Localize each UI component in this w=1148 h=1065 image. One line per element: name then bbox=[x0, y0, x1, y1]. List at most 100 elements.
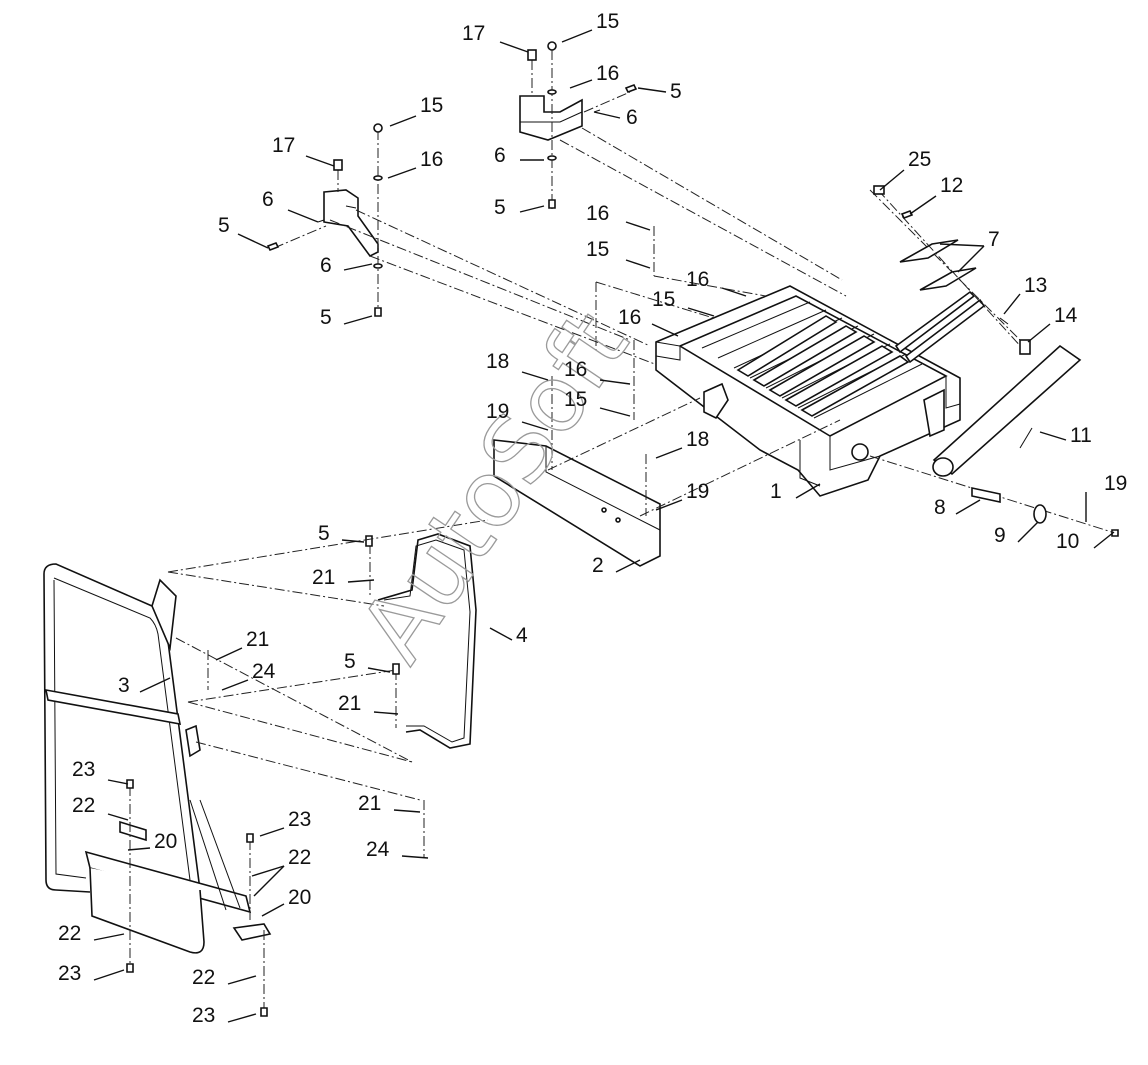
callout-21: 21 bbox=[338, 692, 399, 715]
callout-6: 6 bbox=[593, 106, 638, 129]
callout-21: 21 bbox=[358, 792, 421, 815]
callout-6: 6 bbox=[494, 144, 544, 167]
callout-number: 15 bbox=[420, 94, 443, 117]
leader-line bbox=[401, 855, 429, 859]
leader-line bbox=[625, 259, 651, 269]
callout-number: 19 bbox=[1104, 472, 1127, 495]
leader-line bbox=[1003, 293, 1021, 315]
callout-5: 5 bbox=[494, 196, 545, 219]
leader-line bbox=[599, 407, 631, 417]
leader-line bbox=[519, 205, 545, 213]
callout-number: 11 bbox=[1070, 424, 1092, 447]
callout-number: 12 bbox=[940, 174, 963, 197]
leader-line bbox=[389, 115, 417, 127]
callout-16: 16 bbox=[618, 306, 679, 337]
callout-23: 23 bbox=[72, 758, 129, 785]
callout-3: 3 bbox=[118, 674, 171, 697]
callout-number: 23 bbox=[288, 808, 311, 831]
leader-line bbox=[1039, 431, 1067, 441]
leader-line bbox=[227, 1013, 257, 1023]
leader-line bbox=[615, 559, 641, 573]
callout-11: 11 bbox=[1039, 424, 1092, 447]
callout-number: 15 bbox=[564, 388, 587, 411]
callout-number: 16 bbox=[686, 268, 709, 291]
callout-number: 6 bbox=[494, 144, 506, 167]
callout-number: 18 bbox=[686, 428, 709, 451]
leader-line bbox=[93, 969, 125, 981]
leader-line bbox=[1027, 323, 1051, 343]
upper-left-mount-bracket bbox=[266, 123, 383, 317]
callout-22: 22 bbox=[251, 846, 311, 897]
leader-line bbox=[367, 667, 391, 673]
callout-number: 9 bbox=[994, 524, 1006, 547]
alignment-lines-lower bbox=[167, 519, 489, 858]
leader-line bbox=[343, 263, 373, 271]
leader-line bbox=[909, 195, 937, 215]
callout-number: 14 bbox=[1054, 304, 1078, 327]
leader-line bbox=[1093, 531, 1115, 549]
callout-number: 23 bbox=[72, 758, 95, 781]
leader-line bbox=[721, 287, 747, 297]
callout-number: 3 bbox=[118, 674, 130, 697]
leader-line bbox=[93, 933, 125, 941]
callout-23: 23 bbox=[58, 962, 125, 985]
callout-20: 20 bbox=[127, 830, 177, 853]
leader-line bbox=[569, 79, 593, 89]
callout-number: 16 bbox=[596, 62, 619, 85]
callout-18: 18 bbox=[486, 350, 549, 381]
callout-number: 16 bbox=[564, 358, 587, 381]
callout-number: 6 bbox=[626, 106, 638, 129]
leader-line bbox=[287, 209, 319, 223]
callout-number: 8 bbox=[934, 496, 946, 519]
callout-number: 22 bbox=[288, 846, 311, 869]
callout-number: 22 bbox=[192, 966, 215, 989]
leader-line bbox=[253, 865, 285, 897]
callout-number: 23 bbox=[58, 962, 81, 985]
leader-line bbox=[879, 169, 905, 191]
callout-8: 8 bbox=[934, 496, 981, 519]
callout-number: 18 bbox=[486, 350, 509, 373]
callout-5: 5 bbox=[218, 214, 269, 249]
callout-16: 16 bbox=[686, 268, 747, 297]
callout-7: 7 bbox=[939, 228, 1000, 273]
callout-number: 24 bbox=[252, 660, 276, 683]
leader-line bbox=[127, 847, 151, 851]
callout-15: 15 bbox=[389, 94, 443, 127]
callout-22: 22 bbox=[58, 922, 125, 945]
callout-number: 16 bbox=[618, 306, 641, 329]
callout-25: 25 bbox=[879, 148, 931, 191]
callout-number: 5 bbox=[494, 196, 506, 219]
leader-line bbox=[347, 579, 375, 583]
callout-15: 15 bbox=[564, 388, 631, 417]
leader-line bbox=[373, 711, 399, 715]
callout-6: 6 bbox=[320, 254, 373, 277]
callout-number: 23 bbox=[192, 1004, 215, 1027]
callout-number: 15 bbox=[596, 10, 619, 33]
leader-line bbox=[599, 379, 631, 385]
leader-line bbox=[625, 221, 651, 231]
leader-line bbox=[521, 421, 549, 431]
callout-number: 15 bbox=[586, 238, 609, 261]
callout-5: 5 bbox=[344, 650, 391, 673]
callout-number: 15 bbox=[652, 288, 675, 311]
leader-line bbox=[489, 627, 513, 641]
callout-number: 7 bbox=[988, 228, 1000, 251]
callout-16: 16 bbox=[586, 202, 651, 231]
leader-line bbox=[237, 233, 269, 249]
callout-10: 10 bbox=[1056, 530, 1115, 553]
callout-number: 22 bbox=[58, 922, 81, 945]
leader-line bbox=[521, 371, 549, 381]
leader-line bbox=[107, 779, 129, 785]
leader-line bbox=[499, 41, 529, 53]
leader-line bbox=[593, 111, 621, 119]
callout-19: 19 bbox=[655, 480, 709, 511]
callout-number: 5 bbox=[670, 80, 682, 103]
callout-19: 19 bbox=[1085, 472, 1127, 522]
tray-grill-bars bbox=[736, 315, 910, 417]
upper-right-mount-bracket bbox=[519, 41, 638, 210]
leader-line bbox=[795, 483, 821, 499]
leader-line bbox=[251, 865, 285, 877]
leader-line bbox=[107, 813, 129, 821]
callout-16: 16 bbox=[569, 62, 619, 89]
